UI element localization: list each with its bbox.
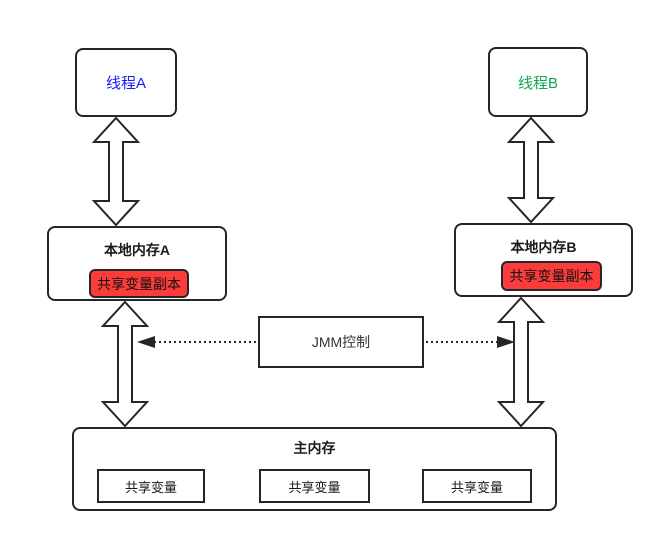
shared-variable-copy-a-box: 共享变量副本 bbox=[89, 269, 189, 298]
thread-a-label: 线程A bbox=[105, 75, 146, 92]
double-arrow-localA-mainmem bbox=[100, 300, 150, 428]
local-memory-a-box: 本地内存A 共享变量副本 bbox=[47, 226, 227, 301]
shared-variable-box-2: 共享变量 bbox=[259, 469, 370, 503]
main-memory-title: 主内存 bbox=[293, 440, 336, 456]
shared-variable-box-3: 共享变量 bbox=[422, 469, 532, 503]
shared-variable-box-1: 共享变量 bbox=[97, 469, 205, 503]
thread-a-box: 线程A bbox=[75, 48, 177, 117]
double-arrow-localB-mainmem bbox=[496, 296, 546, 428]
thread-b-box: 线程B bbox=[488, 47, 588, 117]
thread-b-label: 线程B bbox=[517, 74, 558, 92]
main-memory-box: 主内存 共享变量 共享变量 共享变量 bbox=[72, 427, 557, 511]
shared-variable-copy-b-box: 共享变量副本 bbox=[501, 261, 602, 291]
jmm-dotted-arrowhead-right bbox=[497, 336, 515, 348]
local-memory-b-box: 本地内存B 共享变量副本 bbox=[454, 223, 633, 297]
local-memory-a-title: 本地内存A bbox=[103, 242, 171, 258]
jmm-dotted-arrowhead-left bbox=[137, 336, 155, 348]
double-arrow-threadA-localA bbox=[91, 116, 141, 227]
local-memory-b-title: 本地内存B bbox=[510, 239, 577, 255]
jmm-control-box: JMM控制 bbox=[258, 316, 424, 368]
jmm-control-label: JMM控制 bbox=[311, 334, 371, 350]
double-arrow-threadB-localB bbox=[506, 116, 556, 224]
